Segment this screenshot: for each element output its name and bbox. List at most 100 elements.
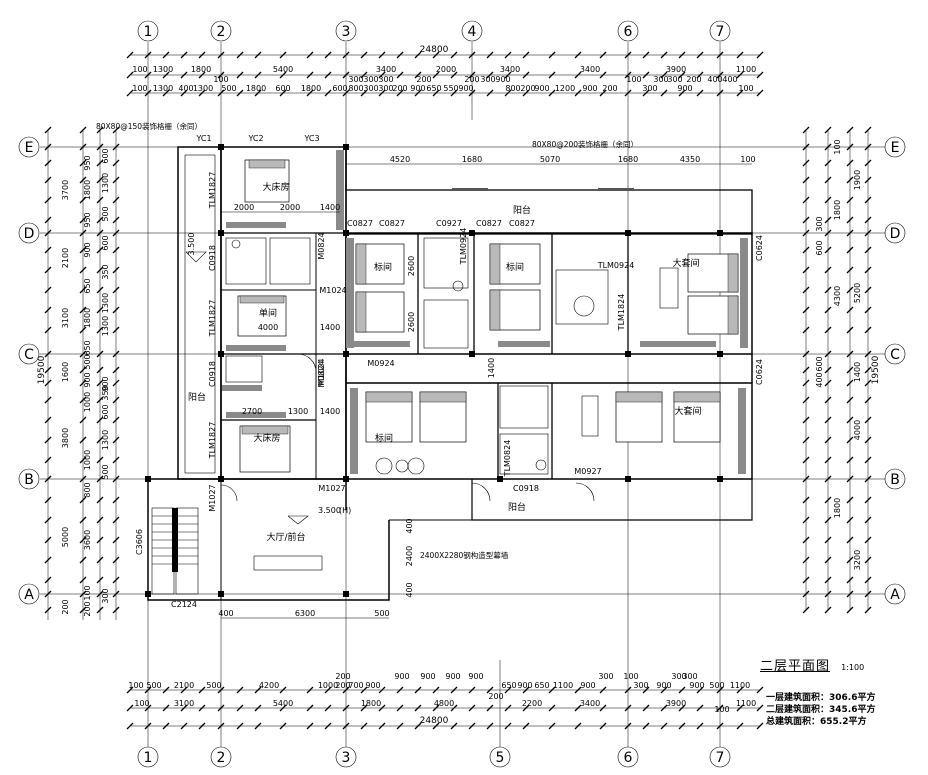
dim-bot-r2-5: 200 bbox=[488, 692, 503, 701]
dimension-tick bbox=[112, 496, 120, 504]
beds bbox=[237, 159, 739, 473]
code-tlm1824: TLM1824 bbox=[617, 294, 626, 332]
dimension-tick bbox=[756, 722, 764, 730]
dimension-tick bbox=[642, 686, 650, 694]
dimension-tick bbox=[802, 396, 810, 404]
dimension-tick bbox=[824, 126, 832, 134]
dimension-tick bbox=[736, 71, 744, 79]
code-yc1: YC1 bbox=[195, 134, 211, 143]
dimension-tick bbox=[522, 686, 530, 694]
dimension-tick bbox=[96, 606, 104, 614]
axis-bottom-2: 2 bbox=[217, 750, 226, 766]
dimension-tick bbox=[864, 229, 872, 237]
dimension-tick bbox=[802, 306, 810, 314]
level-note-lobby: (H) bbox=[339, 506, 351, 515]
dim-left-extra: 200 200 bbox=[61, 599, 92, 616]
dim-int-lobby-1: 400 bbox=[218, 609, 233, 618]
dim-bot-r1-17: 900 bbox=[580, 681, 595, 690]
dimension-tick bbox=[696, 686, 704, 694]
dimension-tick bbox=[79, 366, 87, 374]
dimension-tick bbox=[824, 286, 832, 294]
dim-right-mid: 1800 4300 1800 bbox=[833, 200, 842, 518]
dimension-tick bbox=[548, 722, 556, 730]
axis-bubbles-bottom: 1 2 3 5 6 7 bbox=[137, 746, 731, 768]
dimension-tick bbox=[548, 51, 556, 59]
dim-right-total: 19500 bbox=[871, 355, 881, 384]
dimension-tick bbox=[824, 306, 832, 314]
room-balcony-top: 阳台 bbox=[513, 204, 531, 216]
dim-top-r2-18: 200 bbox=[520, 84, 535, 93]
code-m0927: M0927 bbox=[574, 467, 601, 476]
dimension-tick bbox=[324, 722, 332, 730]
room-single: 单间 bbox=[259, 307, 277, 319]
level-value-lobby: 3.500 bbox=[318, 506, 341, 515]
dimension-tick bbox=[44, 159, 52, 167]
dimension-tick bbox=[824, 266, 832, 274]
dimension-tick bbox=[864, 350, 872, 358]
dimension-tick bbox=[864, 286, 872, 294]
dimension-tick bbox=[696, 71, 704, 79]
dimension-tick bbox=[824, 556, 832, 564]
axis-left-C: C bbox=[24, 347, 34, 363]
dimension-tick bbox=[548, 71, 556, 79]
dimension-tick bbox=[846, 350, 854, 358]
dim-right-i-4: 400 bbox=[815, 372, 824, 387]
dimension-tick bbox=[236, 686, 244, 694]
dim-top-r2b-3: 300 bbox=[378, 75, 393, 84]
dimension-tick bbox=[96, 196, 104, 204]
dim-right-o-2: 1400 bbox=[853, 362, 862, 382]
dimension-tick bbox=[279, 704, 287, 712]
dimension-tick bbox=[79, 196, 87, 204]
dim-top-r1-9: 400 bbox=[707, 75, 722, 84]
dimension-tick bbox=[112, 416, 120, 424]
stat-floor2-area: 二层建筑面积：345.6平方 bbox=[766, 705, 876, 715]
dimension-tick bbox=[864, 590, 872, 598]
dim-left-m-9: 1000 bbox=[83, 392, 92, 412]
dimension-tick bbox=[824, 229, 832, 237]
dimension-tick bbox=[824, 590, 832, 598]
dimension-tick bbox=[802, 456, 810, 464]
dimension-tick bbox=[44, 606, 52, 614]
axis-bottom-1: 1 bbox=[144, 750, 153, 766]
dimension-tick bbox=[624, 704, 632, 712]
dimension-tick bbox=[468, 686, 476, 694]
dimension-tick bbox=[450, 686, 458, 694]
dimension-tick bbox=[306, 51, 314, 59]
dimension-tick bbox=[112, 326, 120, 334]
dim-top-r2-24: 900 bbox=[677, 84, 692, 93]
dimension-tick bbox=[96, 516, 104, 524]
dim-bottom-total: 24800 bbox=[420, 716, 449, 726]
dimension-tick bbox=[180, 71, 188, 79]
dimension-tick bbox=[96, 436, 104, 444]
dimension-tick bbox=[96, 366, 104, 374]
dimension-tick bbox=[846, 516, 854, 524]
dimension-tick bbox=[360, 89, 368, 97]
dim-top-r2-7: 1800 bbox=[301, 84, 321, 93]
dimension-tick bbox=[824, 143, 832, 151]
dim-left-o-3: 1600 bbox=[61, 362, 70, 382]
dimension-tick bbox=[642, 89, 650, 97]
dimension-tick bbox=[802, 536, 810, 544]
code-c0624-b: C0624 bbox=[755, 359, 764, 385]
dim-bottom-row1: 100 500 2100 500 4200 1000 700 900 200 9… bbox=[128, 672, 750, 690]
dimension-tick bbox=[96, 590, 104, 598]
dimension-tick bbox=[824, 436, 832, 444]
dim-bot-r1-9: 900 bbox=[394, 672, 409, 681]
dimension-tick bbox=[44, 350, 52, 358]
code-c0827-d: C0827 bbox=[509, 219, 535, 228]
axis-left-B: B bbox=[24, 472, 34, 488]
axis-top-4: 4 bbox=[468, 24, 477, 40]
dimension-tick bbox=[802, 176, 810, 184]
dim-bot-r1-12: 900 bbox=[468, 672, 483, 681]
dimension-tick bbox=[79, 246, 87, 254]
level-marker-top bbox=[185, 251, 207, 263]
dimension-tick bbox=[180, 89, 188, 97]
dim-bot-r2-0: 100 bbox=[134, 699, 149, 708]
dimension-tick bbox=[486, 51, 494, 59]
axis-top-7: 7 bbox=[716, 24, 725, 40]
dimension-tick bbox=[44, 286, 52, 294]
dim-left-o-1: 2100 bbox=[61, 248, 70, 268]
axis-right-A: A bbox=[890, 587, 900, 603]
dim-int-bal-2: 5070 bbox=[540, 155, 560, 164]
dimension-tick bbox=[756, 704, 764, 712]
